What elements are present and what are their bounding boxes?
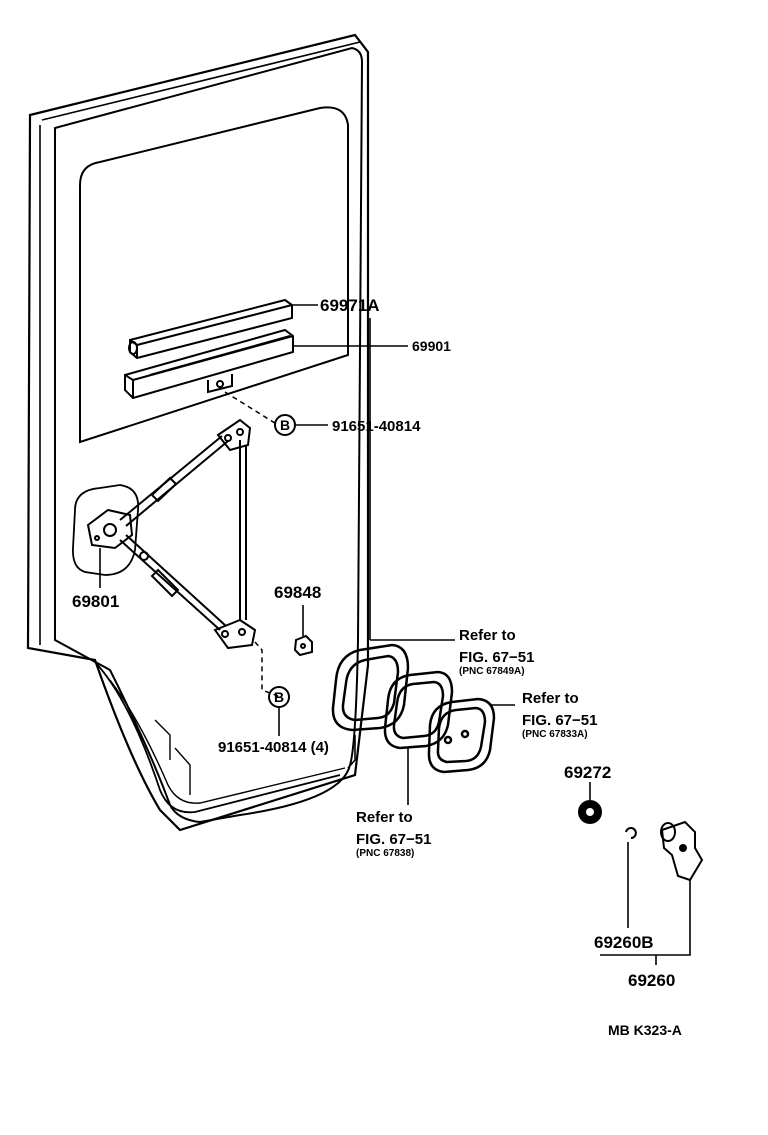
- svg-text:Refer to: Refer to: [459, 627, 516, 644]
- label-69260B: 69260B: [594, 933, 654, 952]
- callout-ref-67833A: Refer to FIG. 67−51 (PNC 67833A): [522, 690, 597, 740]
- svg-text:(PNC 67833A): (PNC 67833A): [522, 729, 588, 740]
- window-regulator: [86, 418, 257, 650]
- callout-ref-67838: Refer to FIG. 67−51 (PNC 67838): [356, 809, 431, 859]
- svg-text:Refer to: Refer to: [356, 809, 413, 826]
- svg-text:Refer to: Refer to: [522, 690, 579, 707]
- label-69272: 69272: [564, 763, 611, 782]
- label-69848: 69848: [274, 583, 321, 602]
- label-91651-bottom: 91651-40814 (4): [218, 739, 329, 756]
- svg-text:FIG. 67−51: FIG. 67−51: [522, 712, 597, 729]
- svg-text:B: B: [274, 689, 284, 705]
- lock-cylinder-69260: [625, 820, 704, 882]
- label-69971A: 69971A: [320, 296, 380, 315]
- channel-69971A: [128, 298, 293, 360]
- label-69901: 69901: [412, 338, 451, 354]
- callout-ref-67849A: Refer to FIG. 67−51 (PNC 67849A): [459, 627, 534, 677]
- label-91651-top: 91651-40814: [332, 418, 421, 435]
- weatherstrip-67833A: [427, 697, 496, 774]
- label-69260: 69260: [628, 971, 675, 990]
- svg-text:FIG. 67−51: FIG. 67−51: [459, 649, 534, 666]
- diagram-code: MB K323-A: [608, 1022, 682, 1038]
- bolt-marker-top: B: [274, 414, 296, 436]
- weatherstrip-67849A: [331, 643, 410, 732]
- channel-69901: [124, 328, 294, 400]
- svg-text:B: B: [280, 417, 290, 433]
- weatherstrip-67838: [383, 670, 454, 750]
- svg-text:(PNC 67838): (PNC 67838): [356, 848, 414, 859]
- grommet-69272: [578, 800, 602, 824]
- bolt-marker-bottom: B: [268, 686, 290, 708]
- svg-text:(PNC 67849A): (PNC 67849A): [459, 666, 525, 677]
- leader-lines: [99, 304, 691, 965]
- label-69801: 69801: [72, 592, 119, 611]
- svg-text:FIG. 67−51: FIG. 67−51: [356, 831, 431, 848]
- door-panel: [26, 33, 370, 832]
- clip-69848: [293, 634, 313, 657]
